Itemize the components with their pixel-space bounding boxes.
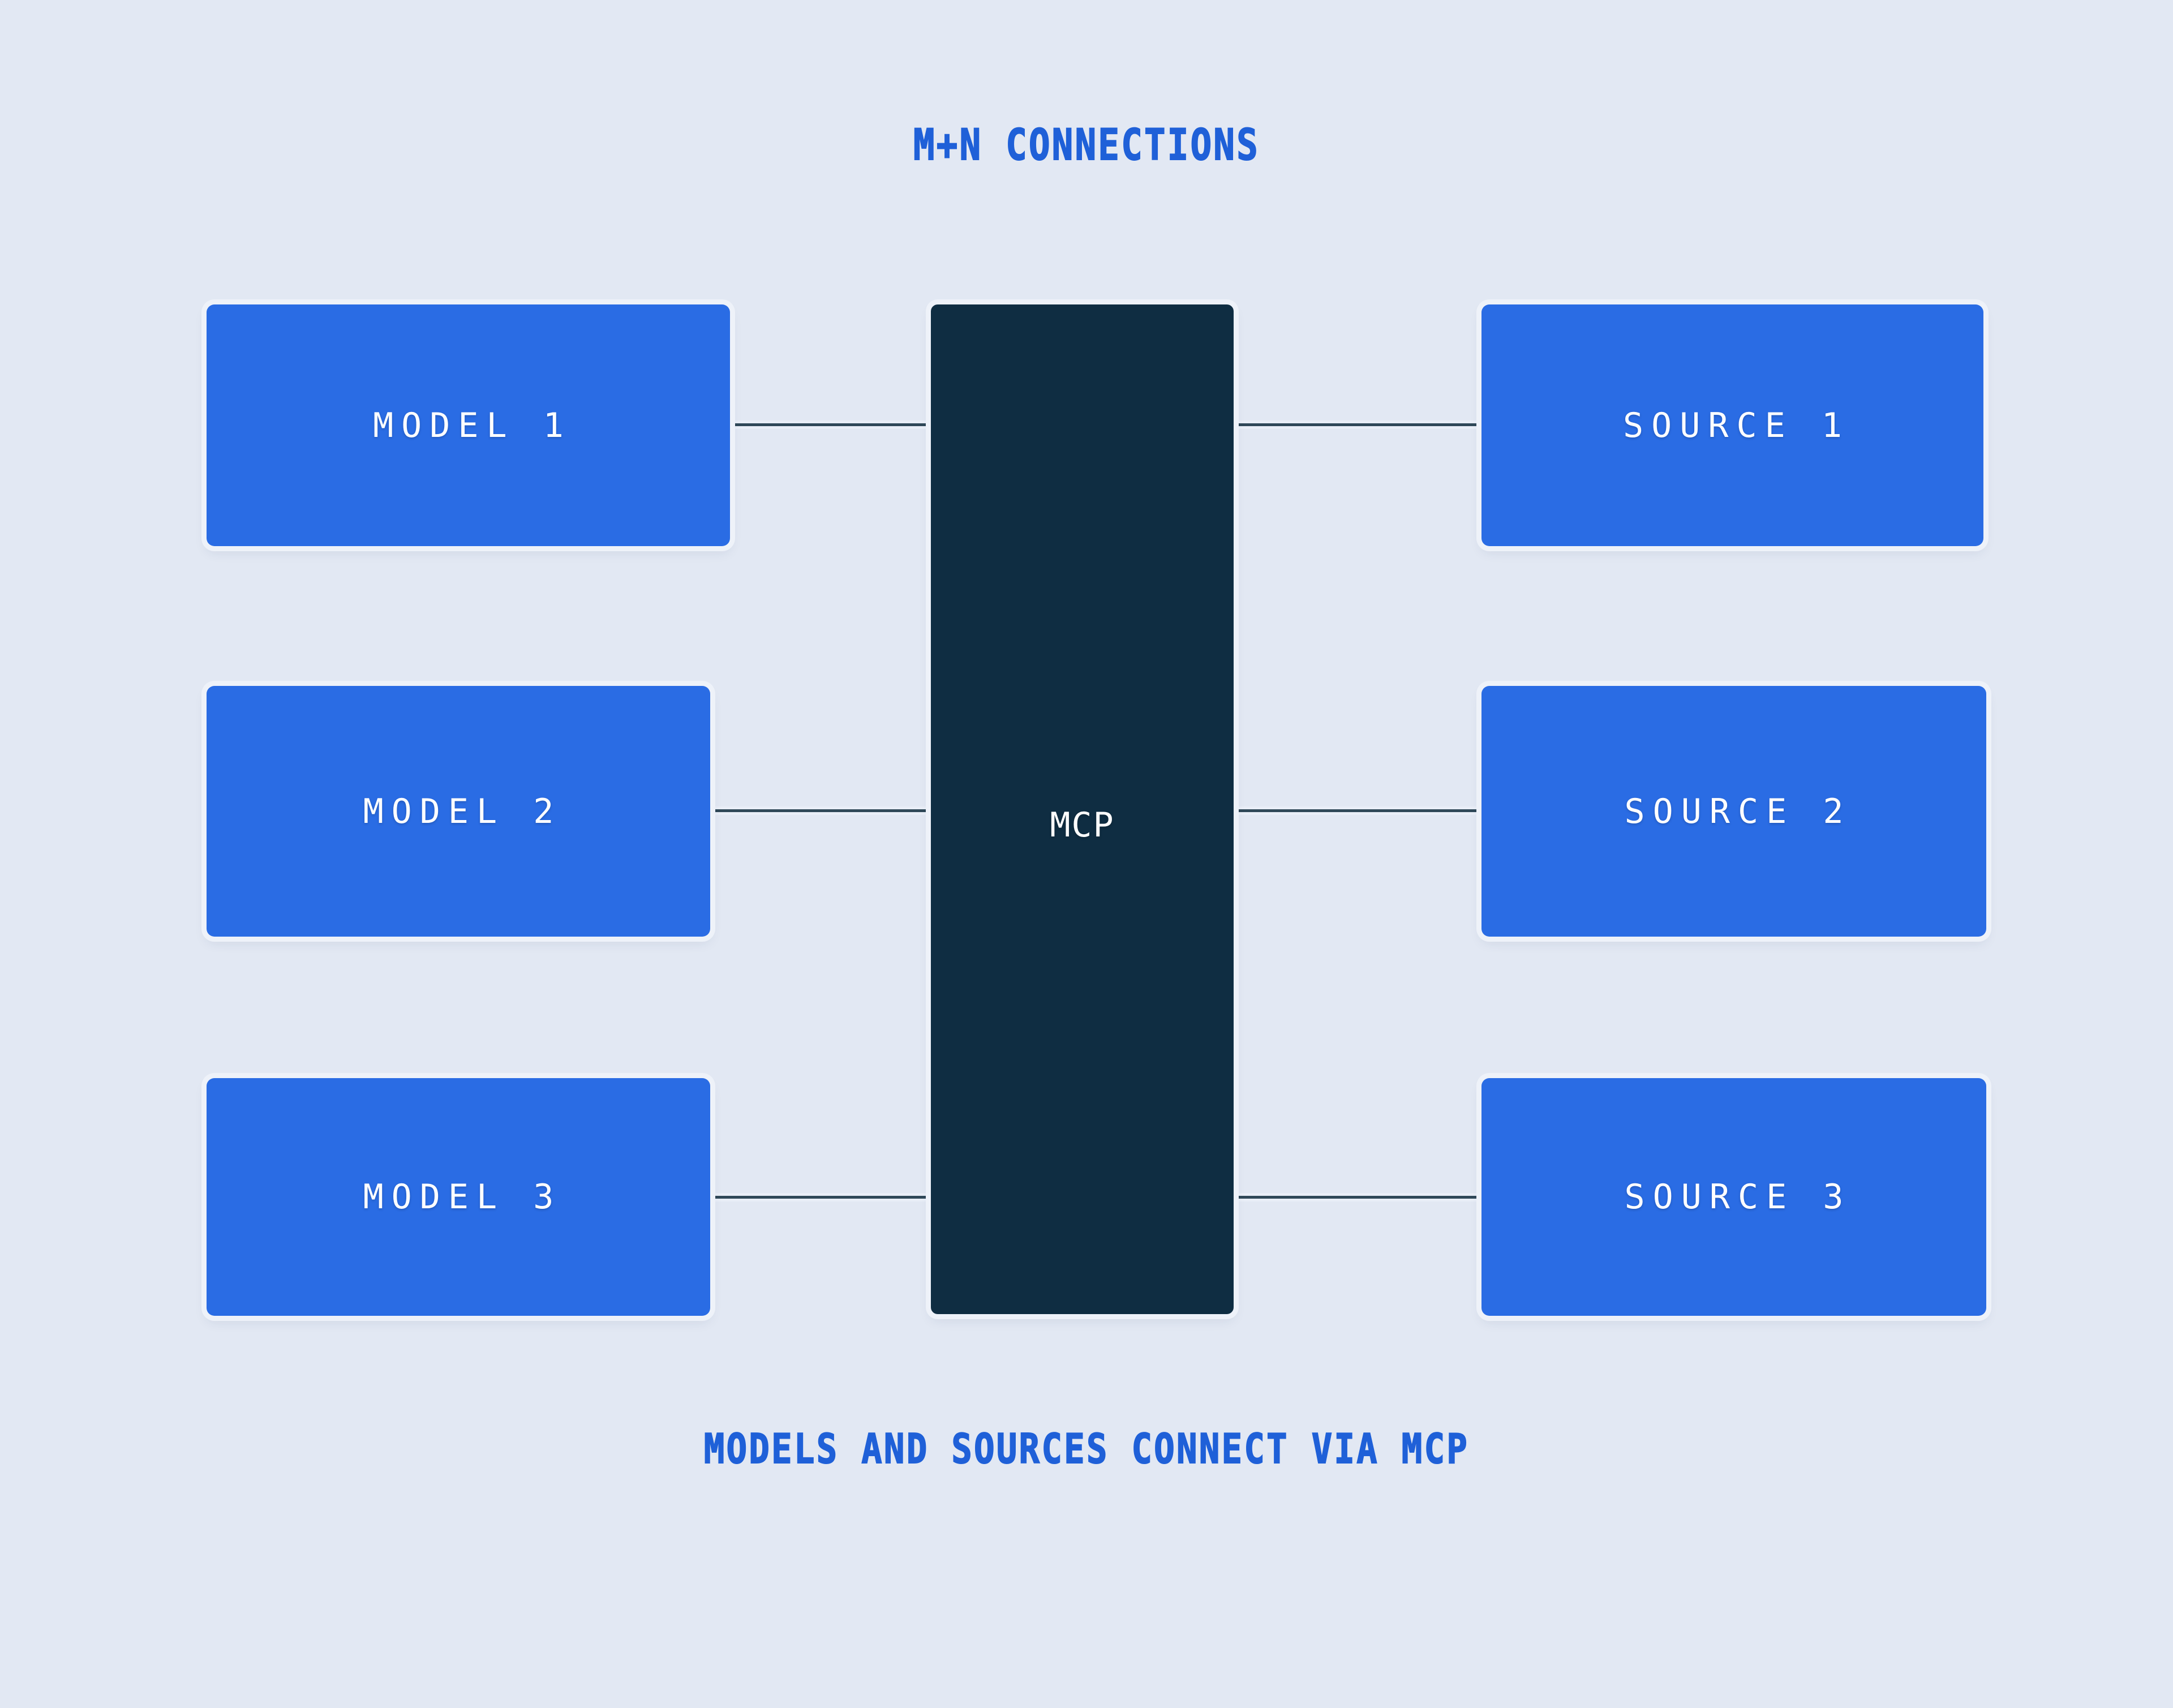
node-model-1[interactable]: MODEL 1 bbox=[207, 304, 730, 546]
connector-model-2-to-mcp bbox=[708, 809, 933, 812]
node-model-3-label: MODEL 3 bbox=[363, 1177, 562, 1217]
node-source-1-label: SOURCE 1 bbox=[1623, 405, 1850, 445]
connector-model-1-to-mcp bbox=[728, 423, 933, 426]
connector-mcp-to-source-2 bbox=[1232, 809, 1483, 812]
connector-mcp-to-source-1 bbox=[1232, 423, 1483, 426]
page-caption: MODELS AND SOURCES CONNECT VIA MCP bbox=[703, 1424, 1470, 1473]
page-title: M+N CONNECTIONS bbox=[913, 119, 1260, 170]
connector-model-3-to-mcp bbox=[708, 1196, 933, 1199]
node-source-2-label: SOURCE 2 bbox=[1624, 791, 1852, 831]
node-mcp-hub-label: MCP bbox=[1050, 805, 1115, 845]
node-model-2[interactable]: MODEL 2 bbox=[207, 686, 710, 937]
node-mcp-hub[interactable]: MCP bbox=[931, 304, 1234, 1314]
node-source-3-label: SOURCE 3 bbox=[1624, 1177, 1852, 1217]
node-model-1-label: MODEL 1 bbox=[373, 405, 572, 445]
node-source-3[interactable]: SOURCE 3 bbox=[1481, 1078, 1986, 1316]
node-source-2[interactable]: SOURCE 2 bbox=[1481, 686, 1986, 937]
node-source-1[interactable]: SOURCE 1 bbox=[1481, 304, 1983, 546]
connector-mcp-to-source-3 bbox=[1232, 1196, 1483, 1199]
node-model-3[interactable]: MODEL 3 bbox=[207, 1078, 710, 1316]
node-model-2-label: MODEL 2 bbox=[363, 791, 562, 831]
